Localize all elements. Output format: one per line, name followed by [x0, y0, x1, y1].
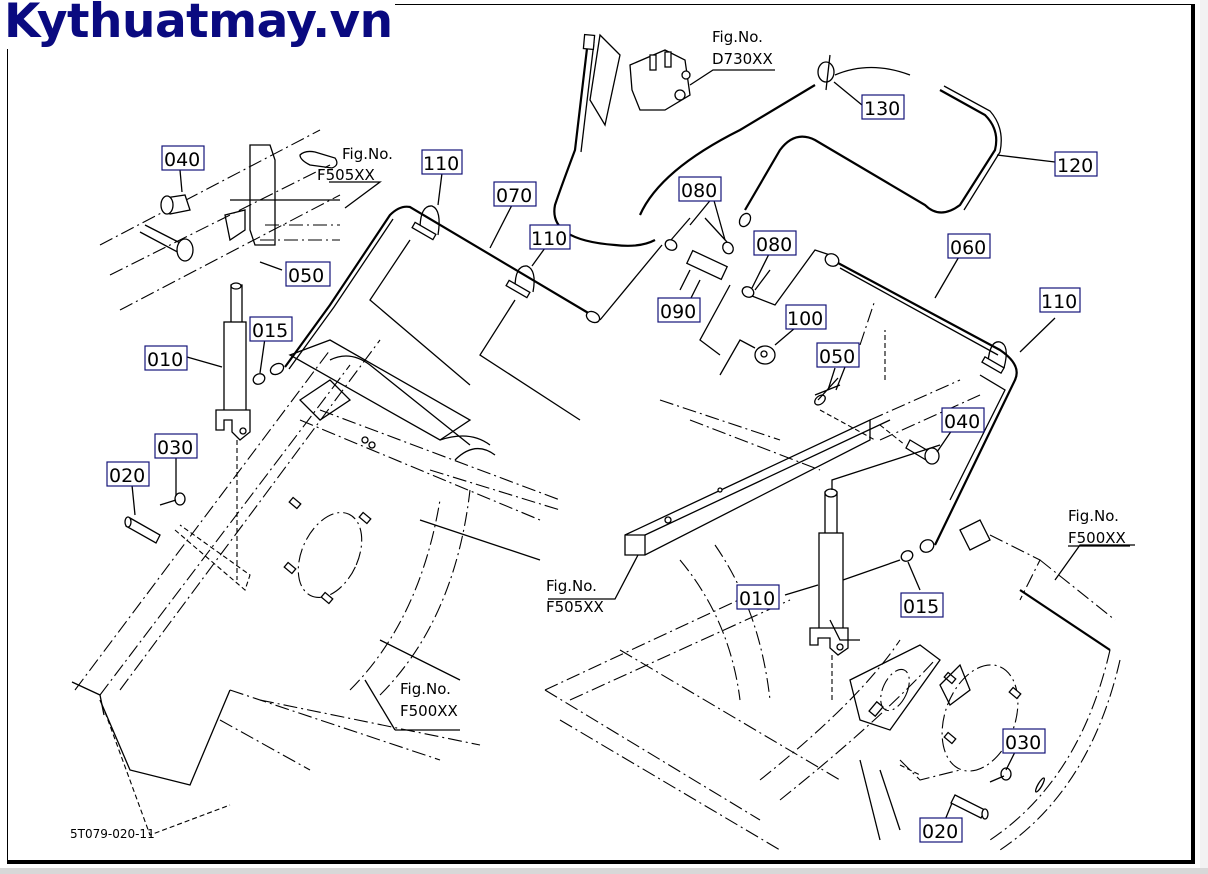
svg-text:070: 070: [496, 185, 532, 207]
part-label-030-right[interactable]: 030: [1002, 728, 1046, 754]
right-fittings-015: [900, 550, 921, 591]
left-pin-040: [139, 194, 194, 262]
svg-text:F500XX: F500XX: [1068, 529, 1126, 547]
svg-text:015: 015: [252, 320, 288, 342]
drawing-number: 5T079-020-11: [70, 827, 155, 841]
left-chassis-plate: [219, 469, 561, 771]
right-cylinder-010: [784, 444, 941, 700]
fig-ref-f500-right: Fig.No. F500XX: [1068, 507, 1126, 547]
right-clamp-110: [949, 317, 1056, 501]
svg-text:Fig.No.: Fig.No.: [342, 145, 393, 163]
svg-text:080: 080: [756, 234, 792, 256]
right-pin-020-clip-030: [899, 751, 1046, 821]
svg-text:015: 015: [903, 596, 939, 618]
svg-text:080: 080: [681, 180, 717, 202]
svg-text:Fig.No.: Fig.No.: [400, 680, 451, 698]
svg-text:F505XX: F505XX: [317, 166, 375, 184]
return-hose-120: [638, 66, 1056, 216]
fig-ref-f505-top: Fig.No. F505XX: [317, 145, 393, 184]
right-crossbar: [624, 299, 981, 556]
svg-text:060: 060: [950, 237, 986, 259]
part-label-010-right[interactable]: 010: [736, 584, 780, 610]
part-label-020-right[interactable]: 020: [919, 817, 963, 843]
page-edge: [1200, 0, 1208, 874]
left-pipe-070: [284, 205, 601, 370]
part-label-020-left[interactable]: 020: [106, 461, 150, 487]
fig-ref-d730: Fig.No. D730XX: [712, 28, 773, 68]
plug-100: [719, 327, 796, 376]
svg-text:110: 110: [423, 153, 459, 175]
svg-text:Fig.No.: Fig.No.: [546, 577, 597, 595]
drawing-frame: [7, 4, 1195, 864]
watermark-logo: Kythuatmay.vn: [4, 0, 395, 49]
part-label-060[interactable]: 060: [947, 233, 991, 259]
clamp-130: [817, 54, 863, 106]
svg-text:110: 110: [531, 228, 567, 250]
left-mount-bracket: [288, 339, 561, 521]
part-label-110-c[interactable]: 110: [1039, 287, 1081, 313]
tee-block-090: [599, 212, 831, 356]
svg-text:100: 100: [787, 308, 823, 330]
right-turntable-plate: [939, 519, 1135, 851]
svg-text:050: 050: [288, 265, 324, 287]
part-label-110-b[interactable]: 110: [529, 224, 571, 250]
part-label-100[interactable]: 100: [785, 304, 827, 330]
right-chassis: [544, 544, 961, 851]
part-label-070[interactable]: 070: [493, 181, 537, 207]
control-valve: [589, 33, 775, 127]
left-crossbar: [99, 129, 341, 311]
svg-text:010: 010: [739, 588, 775, 610]
svg-text:040: 040: [944, 411, 980, 433]
part-label-040-left[interactable]: 040: [161, 145, 205, 171]
svg-text:130: 130: [864, 98, 900, 120]
svg-text:F500XX: F500XX: [400, 702, 458, 720]
part-label-080-b[interactable]: 080: [753, 230, 797, 256]
right-pin-040: [879, 424, 953, 465]
left-clamps-110: [369, 205, 581, 421]
part-label-130[interactable]: 130: [861, 94, 905, 120]
svg-text:090: 090: [660, 301, 696, 323]
svg-text:D730XX: D730XX: [712, 50, 773, 68]
svg-text:110: 110: [1041, 291, 1077, 313]
svg-text:Fig.No.: Fig.No.: [1068, 507, 1119, 525]
fig-ref-f500-left: Fig.No. F500XX: [400, 680, 458, 720]
svg-text:F505XX: F505XX: [546, 598, 604, 616]
left-pin-020-clip-030: [124, 492, 251, 591]
svg-text:Fig.No.: Fig.No.: [712, 28, 763, 46]
part-label-110-a[interactable]: 110: [421, 149, 463, 175]
svg-text:030: 030: [1005, 732, 1041, 754]
left-fittings-015: [252, 362, 285, 385]
part-label-080-a[interactable]: 080: [678, 176, 722, 202]
left-cylinder-010: [215, 282, 251, 580]
part-label-010-left[interactable]: 010: [144, 345, 188, 371]
part-label-040-right[interactable]: 040: [941, 407, 985, 433]
page-edge-bottom: [0, 868, 1208, 874]
svg-text:020: 020: [109, 465, 145, 487]
right-clip-050: [814, 367, 876, 441]
svg-text:020: 020: [922, 821, 958, 843]
svg-text:040: 040: [164, 149, 200, 171]
svg-text:030: 030: [157, 437, 193, 459]
leader-lines: [131, 169, 1130, 731]
part-label-015-left[interactable]: 015: [249, 316, 293, 342]
part-label-090[interactable]: 090: [657, 297, 701, 323]
left-frame-rail: [71, 339, 381, 836]
right-pipe-060: [824, 253, 1018, 553]
part-label-030-left[interactable]: 030: [154, 433, 198, 459]
part-label-015-right[interactable]: 015: [900, 592, 944, 618]
part-label-050-left[interactable]: 050: [285, 261, 331, 287]
part-label-050-right[interactable]: 050: [816, 342, 860, 368]
svg-text:120: 120: [1057, 155, 1093, 177]
part-label-120[interactable]: 120: [1054, 151, 1098, 177]
fig-ref-f505-mid: Fig.No. F505XX: [546, 577, 604, 616]
svg-text:050: 050: [819, 346, 855, 368]
svg-text:010: 010: [147, 349, 183, 371]
